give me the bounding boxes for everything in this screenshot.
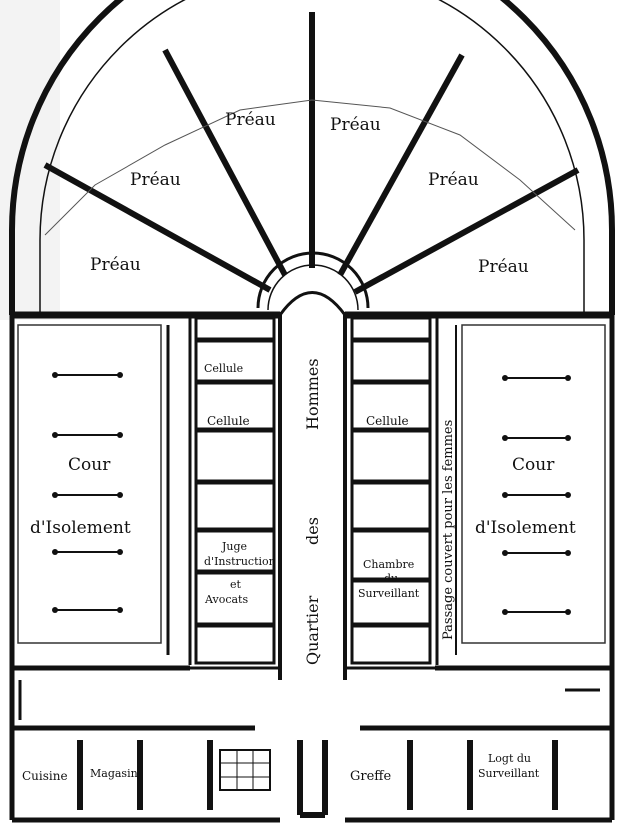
left-juge-line2: d'Instruction: [204, 555, 276, 568]
cour-right: [435, 318, 606, 665]
preau-label-1: Préau: [90, 255, 141, 275]
preau-label-4: Préau: [330, 115, 381, 135]
magasin-label: Magasin: [90, 767, 138, 780]
left-cell-top-label: Cellule: [204, 362, 243, 375]
preau-semicircle: [9, 0, 615, 319]
corridor-label-part1: Quartier: [303, 595, 322, 665]
passage-label: Passage couvert pour les femmes: [441, 420, 456, 640]
central-hub-arc: [256, 251, 370, 309]
central-hub-arc-inner: [267, 264, 359, 311]
corridor-label-part3: Hommes: [303, 358, 322, 430]
radial-wall-4: [337, 53, 465, 277]
greffe-label: Greffe: [350, 769, 392, 784]
cour-right-label-1: Cour: [512, 455, 555, 475]
left-juge-line4: Avocats: [204, 593, 248, 606]
cuisine-label: Cuisine: [22, 769, 68, 783]
right-cellule-label: Cellule: [366, 414, 409, 428]
radial-wall-2: [162, 48, 288, 277]
cour-left-label-1: Cour: [68, 455, 111, 475]
lower-hall: [18, 666, 600, 818]
grid-room: [219, 749, 271, 791]
preau-label-2: Préau: [130, 170, 181, 190]
logement-line1: Logt du: [488, 752, 531, 765]
central-corridor: [278, 291, 347, 680]
radial-wall-5: [353, 167, 580, 295]
radial-wall-1: [43, 162, 272, 293]
cour-left-label-2: d'Isolement: [30, 518, 131, 538]
cour-right-label-2: d'Isolement: [475, 518, 576, 538]
left-juge-line1: Juge: [221, 540, 247, 553]
right-chambre-line2: du: [384, 572, 398, 585]
cour-left: [17, 318, 192, 665]
building-walls: [9, 315, 615, 823]
preau-inner-chord: [44, 99, 576, 236]
left-juge-line3: et: [230, 578, 242, 591]
preau-label-5: Préau: [428, 170, 479, 190]
right-chambre-line3: Surveillant: [358, 587, 420, 600]
left-cellule-label: Cellule: [207, 414, 250, 428]
right-chambre-line1: Chambre: [363, 558, 414, 571]
preau-label-3: Préau: [225, 110, 276, 130]
left-cell-block: [194, 316, 276, 665]
corridor-label-part2: des: [303, 517, 322, 545]
logement-line2: Surveillant: [478, 767, 540, 780]
preau-label-6: Préau: [478, 257, 529, 277]
right-cell-block: [350, 316, 432, 665]
